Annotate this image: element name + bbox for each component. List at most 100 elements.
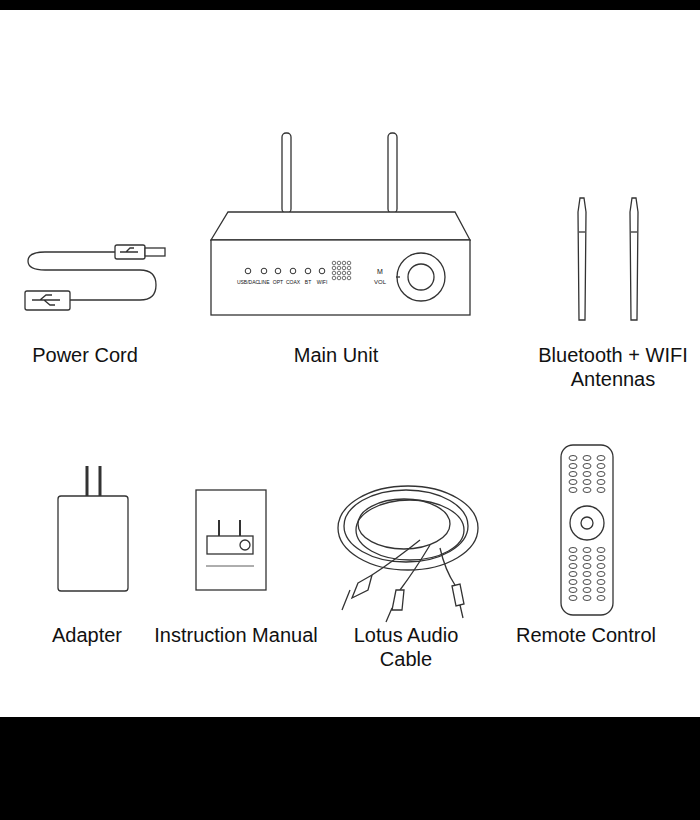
remote-button: [597, 464, 605, 469]
grille-dot: [347, 271, 351, 275]
grille-dot: [342, 271, 346, 275]
micro-tip: [145, 248, 165, 256]
volume-knob: [397, 253, 445, 301]
remote-button: [583, 564, 591, 569]
remote-buttons: [569, 456, 605, 601]
remote-button: [569, 580, 577, 585]
led: [305, 268, 311, 274]
remote-button: [569, 480, 577, 485]
remote-button: [569, 564, 577, 569]
adapter-body: [58, 496, 128, 591]
grille-dot: [342, 266, 346, 270]
line-art: [25, 133, 638, 622]
remote-button: [583, 580, 591, 585]
led: [275, 268, 281, 274]
grille-dot: [332, 261, 336, 265]
unit-top: [211, 212, 470, 240]
remote-button: [597, 596, 605, 601]
dpad-center: [581, 517, 593, 529]
antenna-joint: [631, 231, 637, 232]
remote-button: [569, 596, 577, 601]
grille-dot: [337, 276, 341, 280]
knob-mark: [396, 276, 400, 277]
part-name: Main Unit: [261, 343, 411, 367]
remote-button: [597, 548, 605, 553]
grille-dot: [342, 276, 346, 280]
remote-button: [569, 548, 577, 553]
grille-dot: [347, 261, 351, 265]
top-bar: [0, 0, 700, 10]
antenna: [388, 133, 397, 213]
antenna: [578, 198, 586, 320]
port-label: OPT: [268, 279, 288, 285]
grille-dot: [347, 266, 351, 270]
remote-button: [583, 464, 591, 469]
grille-dot: [332, 266, 336, 270]
manual-title-line: [206, 566, 254, 567]
remote-button: [583, 472, 591, 477]
antenna-joint: [579, 231, 585, 232]
part-name: Power Cord: [10, 343, 160, 367]
part-name: Adapter: [27, 623, 147, 647]
remote-button: [597, 456, 605, 461]
grille-dot: [337, 266, 341, 270]
manual-unit: [207, 536, 253, 554]
knob-center: [408, 264, 434, 290]
manual-cover: [196, 490, 266, 590]
grille-dot: [347, 276, 351, 280]
unit-front: [211, 240, 470, 315]
remote-button: [569, 588, 577, 593]
part-name: Bluetooth + WIFI Antennas: [538, 343, 688, 391]
usb-symbol: [120, 248, 138, 252]
port-label: COAX: [283, 279, 303, 285]
remote-button: [569, 556, 577, 561]
remote-button: [597, 564, 605, 569]
port-label: BT: [300, 279, 316, 285]
remote-button: [583, 556, 591, 561]
remote-button: [583, 548, 591, 553]
usb-plug: [25, 291, 70, 310]
remote-button: [583, 488, 591, 493]
led: [261, 268, 267, 274]
cable-coil: [356, 500, 464, 560]
part-name: Lotus Audio Cable: [341, 623, 471, 671]
remote-button: [597, 488, 605, 493]
bottom-band: [0, 717, 700, 820]
grille-dot: [332, 271, 336, 275]
antenna: [282, 133, 291, 213]
usb-symbol: [32, 295, 60, 305]
speaker-grille: [332, 261, 351, 280]
micro-plug: [115, 245, 145, 259]
part-name: Instruction Manual: [141, 623, 331, 647]
led: [290, 268, 296, 274]
prong: [99, 466, 102, 496]
cable: [440, 548, 455, 585]
remote-button: [583, 456, 591, 461]
remote-button: [569, 456, 577, 461]
grille-dot: [332, 276, 336, 280]
grille-dot: [337, 261, 341, 265]
grille-dot: [342, 261, 346, 265]
remote-body: [561, 445, 613, 615]
remote-button: [583, 572, 591, 577]
grille-dot: [337, 271, 341, 275]
remote-button: [583, 596, 591, 601]
rca-plug: [342, 575, 372, 610]
remote-button: [597, 588, 605, 593]
remote-button: [583, 588, 591, 593]
cable-coil: [358, 499, 450, 549]
rca-plug: [386, 590, 404, 622]
antenna: [630, 198, 638, 320]
button-label: M: [374, 268, 386, 276]
manual-knob: [240, 540, 250, 550]
cable: [372, 540, 420, 575]
led: [319, 268, 325, 274]
button-label: VOL: [370, 279, 390, 286]
dpad: [570, 506, 604, 540]
prong: [86, 466, 89, 496]
led: [245, 268, 251, 274]
remote-button: [597, 572, 605, 577]
remote-button: [597, 472, 605, 477]
